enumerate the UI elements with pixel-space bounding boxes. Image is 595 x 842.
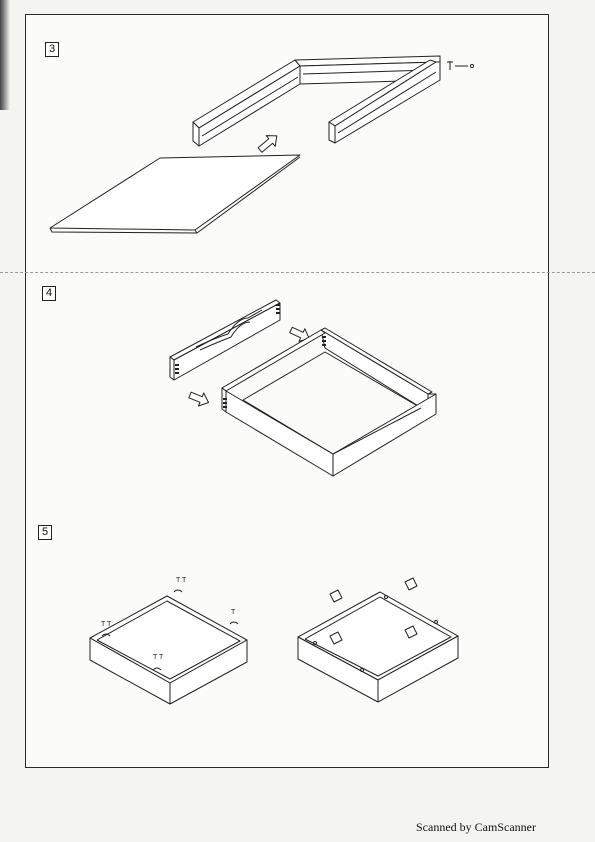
dashed-divider: [0, 272, 595, 273]
screw-icon: T T T T T T T: [101, 577, 239, 671]
drawer-box: [221, 327, 437, 477]
arrow-icon: [257, 135, 278, 153]
bracket-icon: [313, 577, 438, 672]
step-3-diagram: [49, 55, 475, 234]
scanner-watermark: Scanned by CamScanner: [416, 820, 536, 834]
step-5-label: 5: [38, 525, 52, 540]
svg-text:T T: T T: [176, 577, 187, 584]
screw-icon: [447, 61, 475, 70]
svg-text:T T: T T: [153, 654, 164, 661]
drawer-frame-top: [192, 55, 441, 147]
step-3-label: 3: [45, 42, 59, 57]
step-4-diagram: [169, 299, 437, 477]
svg-text:T: T: [231, 609, 236, 616]
svg-text:T T: T T: [101, 621, 112, 628]
bottom-panel: [49, 154, 301, 234]
drawer-with-screws: T T T T T T T: [89, 577, 248, 705]
front-panel: [169, 299, 281, 381]
arrow-icon: [188, 391, 210, 407]
step-5-diagram: T T T T T T T: [89, 577, 459, 705]
step-4-label: 4: [42, 286, 56, 301]
scan-edge-shadow: [0, 0, 10, 110]
drawer-with-brackets: [297, 577, 459, 703]
